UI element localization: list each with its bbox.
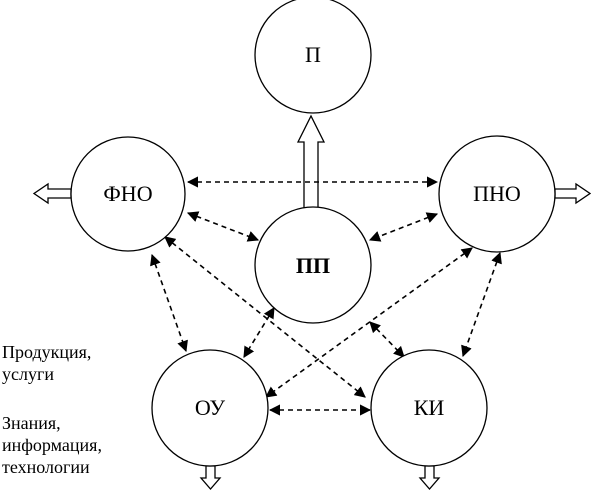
output-arrow-pp-to-p bbox=[296, 114, 326, 215]
node-pp: ПП bbox=[254, 206, 372, 324]
node-ou-label: ОУ bbox=[195, 395, 226, 420]
legend-products-text: Продукция, услуги bbox=[2, 342, 92, 384]
node-fno: ФНО bbox=[70, 136, 186, 252]
link-pno-pp bbox=[368, 212, 439, 242]
node-ou: ОУ bbox=[151, 349, 269, 467]
link-fno-pp bbox=[186, 211, 260, 242]
output-arrow-fno-left bbox=[32, 182, 72, 205]
output-arrow-pno-right bbox=[554, 182, 591, 205]
link-pp-ki bbox=[369, 321, 405, 358]
link-fno-ou bbox=[150, 253, 188, 353]
node-pno-label: ПНО bbox=[473, 181, 521, 206]
link-pp-ou bbox=[243, 307, 275, 358]
output-arrow-ki-down bbox=[418, 465, 441, 490]
node-p: П bbox=[254, 0, 372, 114]
node-ki: КИ bbox=[370, 349, 488, 467]
node-p-label: П bbox=[305, 42, 321, 67]
node-pp-label: ПП bbox=[296, 253, 330, 278]
node-fno-label: ФНО bbox=[103, 181, 152, 206]
link-pno-ki bbox=[461, 251, 502, 358]
node-pno: ПНО bbox=[438, 135, 556, 253]
node-ki-label: КИ bbox=[414, 395, 445, 420]
link-pno-ou bbox=[265, 247, 473, 398]
legend-knowledge-text: Знания, информация, технологии bbox=[2, 413, 102, 477]
output-arrow-ou-down bbox=[199, 465, 222, 490]
